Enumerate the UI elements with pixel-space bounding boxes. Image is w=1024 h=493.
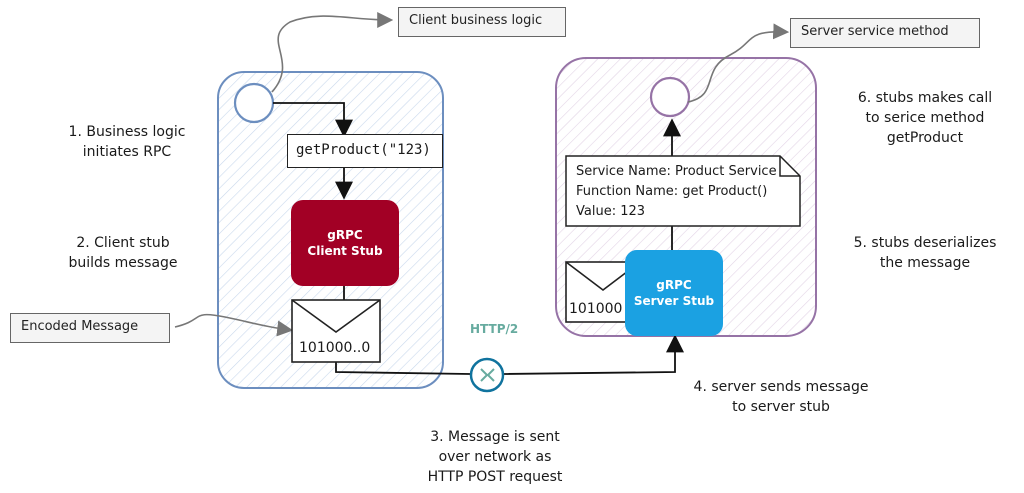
step-2-line1: 2. Client stub [76, 235, 170, 251]
deserialized-note [565, 155, 801, 227]
note-service-name: Service Name: Product Service [576, 164, 777, 179]
http2-label: HTTP/2 [470, 322, 519, 336]
step-6-label: 6. stubs makes call to serice method get… [840, 88, 1010, 148]
step-4-label: 4. server sends message to server stub [676, 377, 886, 417]
encoded-message-callout: Encoded Message [10, 313, 170, 343]
client-logic-connector [271, 11, 394, 93]
client-stub-line1: gRPC [327, 228, 363, 242]
step-3-line2: over network as [438, 449, 552, 465]
client-logic-callout: Client business logic [398, 7, 566, 37]
step-5-line1: 5. stubs deserializes [853, 235, 997, 251]
client-stub: gRPC Client Stub [291, 200, 399, 286]
step-5-label: 5. stubs deserializes the message [830, 233, 1020, 273]
note-function-name: Function Name: get Product() [576, 184, 768, 199]
step-6-line2: to serice method [865, 110, 985, 126]
step-6-line1: 6. stubs makes call [857, 90, 993, 106]
server-method-connector [687, 23, 790, 103]
step-2-line2: builds message [68, 255, 178, 271]
server-envelope-payload: 101000 [569, 301, 623, 317]
client-stub-line2: Client Stub [307, 244, 383, 258]
client-envelope [291, 299, 381, 363]
network-to-server-arrow [503, 334, 684, 375]
step-1-line1: 1. Business logic [68, 124, 186, 140]
server-stub-line1: gRPC [656, 278, 692, 292]
server-method-circle [649, 76, 691, 118]
step-3-label: 3. Message is sent over network as HTTP … [400, 427, 590, 487]
server-stub-line2: Server Stub [633, 294, 715, 308]
step-4-line1: 4. server sends message [693, 379, 869, 395]
encoded-message-connector [174, 313, 294, 337]
network-line [335, 362, 471, 375]
client-logic-circle [233, 82, 275, 124]
step-3-line1: 3. Message is sent [430, 429, 560, 445]
step-1-line2: initiates RPC [82, 144, 172, 160]
server-method-callout: Server service method [790, 18, 980, 48]
step-4-line2: to server stub [732, 399, 830, 415]
step-3-line3: HTTP POST request [427, 469, 563, 485]
step-6-line3: getProduct [886, 130, 964, 146]
step-2-label: 2. Client stub builds message [38, 233, 208, 273]
step-1-label: 1. Business logic initiates RPC [42, 122, 212, 162]
note-value: Value: 123 [576, 204, 646, 219]
logic-to-code-arrow [273, 102, 353, 138]
server-stub: gRPC Server Stub [625, 250, 723, 336]
get-product-call: getProduct("123) [287, 134, 443, 168]
client-envelope-payload: 101000..0 [299, 340, 371, 356]
step-5-line2: the message [879, 255, 971, 271]
